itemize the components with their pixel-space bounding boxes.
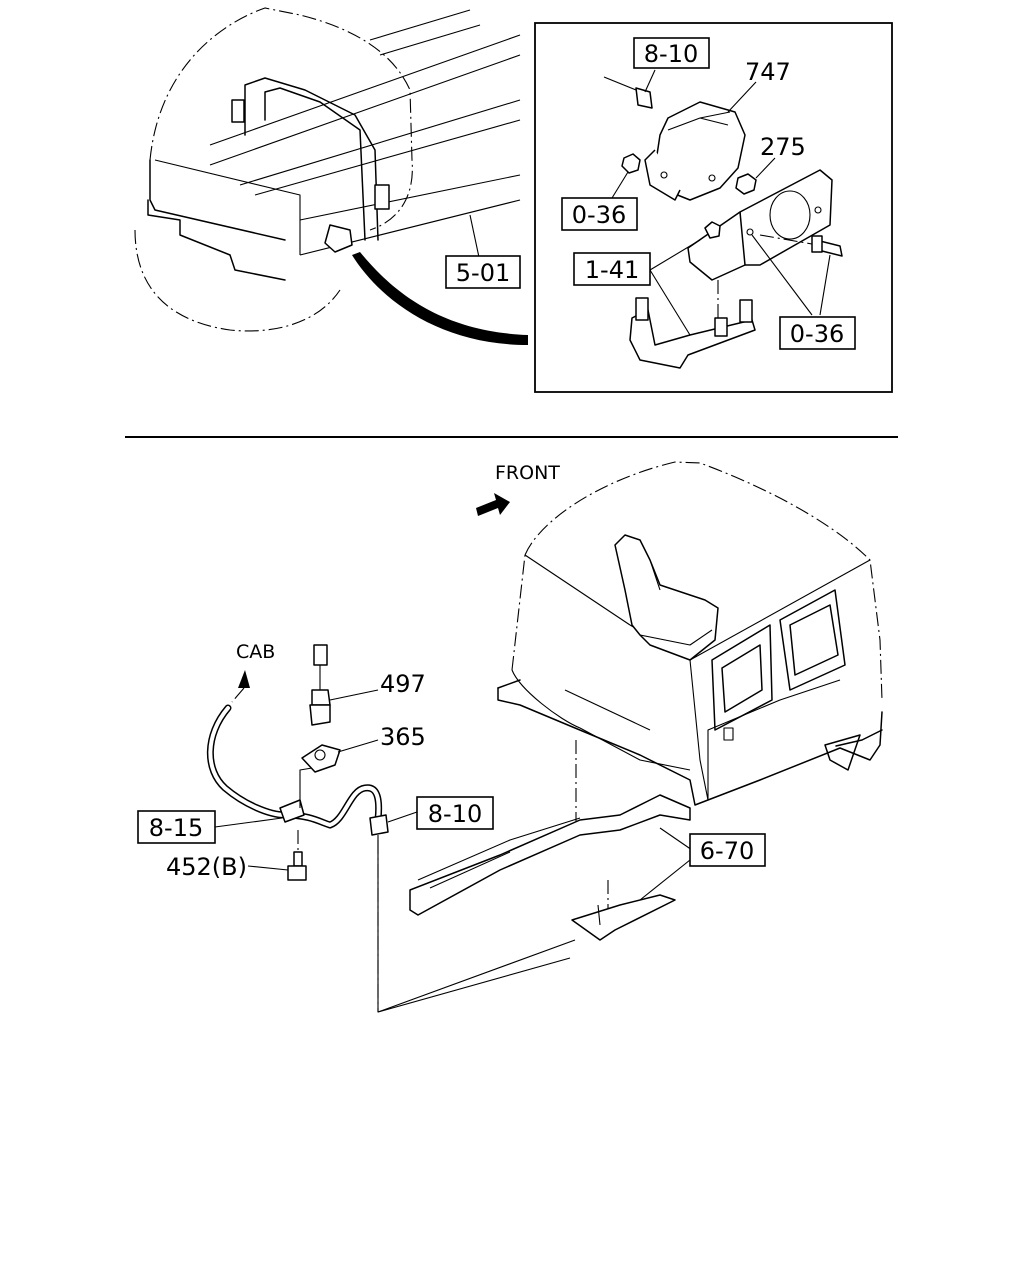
frame-rail [409,740,693,941]
label-497: 497 [380,670,426,698]
callout-5-01: 5-01 [445,255,521,289]
sensor-bracket [301,739,379,773]
svg-text:5-01: 5-01 [456,259,510,287]
svg-text:FRONT: FRONT [495,462,560,484]
svg-text:0-36: 0-36 [572,201,626,229]
label-365: 365 [380,723,426,751]
bolt-452b [247,830,307,881]
body-ref-leader [469,214,481,263]
label-747: 747 [745,58,791,86]
lower-bracket [629,239,756,369]
callout-8-15: 8-15 [137,810,283,844]
flange-nut [735,157,776,195]
svg-text:8-10: 8-10 [428,800,482,828]
cab-indicator: CAB [231,641,275,703]
vehicle-cab [497,461,883,806]
callout-8-10: 8-10 [387,796,494,830]
label-452b: 452(B) [166,853,247,881]
inset-connector [603,69,656,109]
sensor-switch [309,644,379,726]
control-module [644,81,757,201]
svg-text:0-36: 0-36 [790,320,844,348]
svg-text:6-70: 6-70 [700,837,754,865]
mounting-plate [687,169,833,281]
inset-pointer-arrow [352,252,528,345]
front-indicator: FRONT [476,462,560,516]
callout-6-70: 6-70 [689,833,766,867]
svg-text:CAB: CAB [236,641,275,663]
svg-text:1-41: 1-41 [585,256,639,284]
bolt-right [751,234,843,316]
label-275: 275 [760,133,806,161]
detail-inset: 8-10 747 275 0-36 [534,22,893,393]
callout-inset-1-41: 1-41 [573,252,651,286]
svg-text:8-15: 8-15 [149,814,203,842]
hex-nut-left [611,153,641,199]
wire-harness [206,704,576,1013]
callout-inset-0-36-left: 0-36 [561,197,638,231]
callout-inset-8-10: 8-10 [633,37,710,69]
callout-inset-0-36-right: 0-36 [779,316,856,350]
svg-text:8-10: 8-10 [644,40,698,68]
vehicle-rear-body [134,7,521,332]
